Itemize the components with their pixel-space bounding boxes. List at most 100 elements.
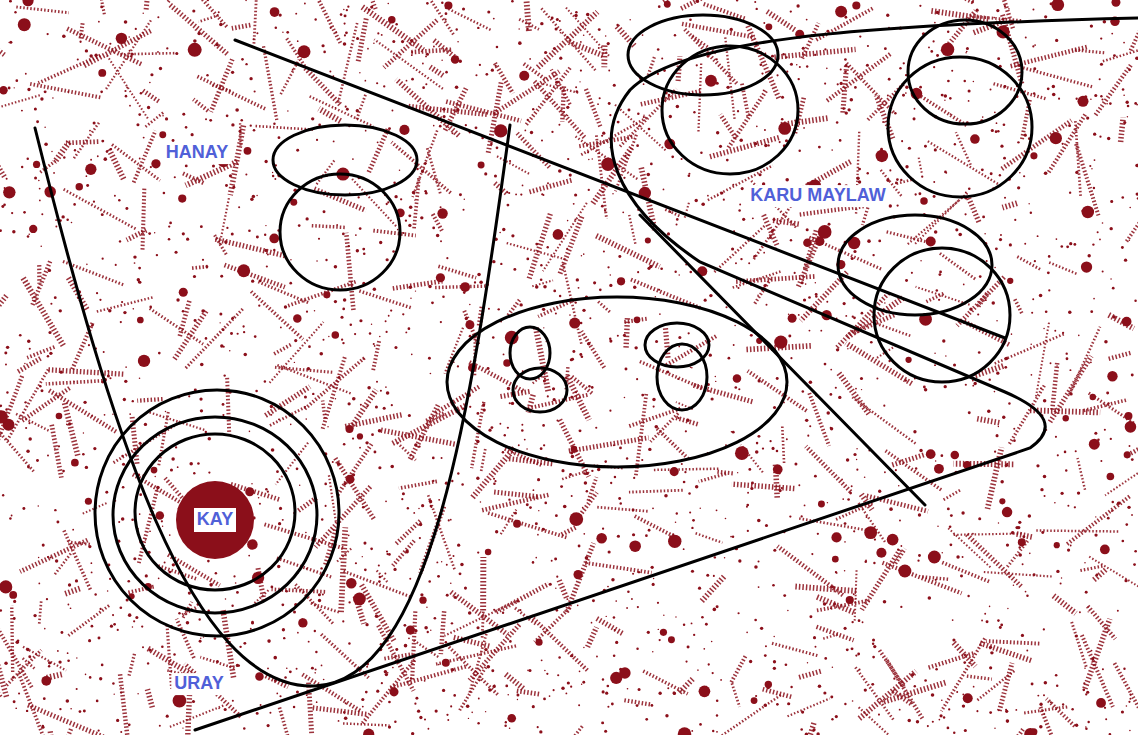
speckle-dot bbox=[997, 619, 1000, 622]
speckle-streak bbox=[1046, 699, 1074, 726]
speckle-streak bbox=[930, 11, 988, 19]
speckle-streak bbox=[569, 42, 604, 56]
speckle-streak bbox=[977, 419, 999, 423]
speckle-streak bbox=[313, 0, 341, 43]
speckle-dot bbox=[1112, 287, 1115, 290]
speckle-dot bbox=[852, 700, 854, 702]
speckle-dot bbox=[315, 651, 317, 653]
speckle-dot bbox=[499, 232, 501, 234]
speckle-dot bbox=[824, 48, 826, 50]
speckle-dot bbox=[1056, 685, 1058, 687]
speckle-dot bbox=[601, 205, 604, 208]
speckle-streak bbox=[529, 213, 551, 279]
speckle-dot bbox=[714, 556, 716, 558]
speckle-dot bbox=[466, 705, 470, 709]
speckle-dot bbox=[971, 1, 974, 4]
speckle-dot bbox=[665, 714, 668, 717]
speckle-dot bbox=[798, 484, 800, 486]
speckle-dot bbox=[560, 32, 561, 33]
speckle-dot bbox=[359, 72, 360, 73]
speckle-dot bbox=[609, 114, 611, 116]
speckle-dot bbox=[57, 650, 59, 652]
speckle-streak bbox=[492, 492, 537, 497]
speckle-dot bbox=[442, 295, 445, 298]
speckle-dot bbox=[652, 583, 655, 586]
speckle-dot bbox=[364, 568, 367, 571]
speckle-streak bbox=[30, 84, 100, 97]
speckle-streak bbox=[67, 28, 141, 64]
speckle-dot bbox=[1015, 709, 1017, 711]
speckle-dot bbox=[477, 27, 479, 29]
speckle-streak bbox=[27, 347, 54, 358]
speckle-dot bbox=[362, 506, 365, 509]
speckle-streak bbox=[55, 554, 71, 575]
speckle-dot bbox=[675, 616, 676, 617]
speckle-dot bbox=[85, 466, 88, 469]
speckle-dot bbox=[575, 11, 578, 14]
speckle-streak bbox=[321, 634, 368, 678]
speckle-dot bbox=[25, 427, 27, 429]
speckle-streak bbox=[310, 96, 374, 126]
speckle-dot bbox=[47, 455, 49, 457]
speckle-streak bbox=[918, 156, 921, 173]
speckle-dot bbox=[341, 339, 343, 341]
speckle-dot bbox=[156, 254, 158, 256]
speckle-dot bbox=[133, 557, 136, 560]
speckle-dot bbox=[1022, 535, 1025, 538]
speckle-streak bbox=[559, 580, 567, 600]
speckle-dot bbox=[761, 73, 763, 75]
speckle-dot bbox=[947, 507, 950, 510]
speckle-streak bbox=[526, 68, 570, 125]
speckle-dot bbox=[981, 168, 984, 171]
speckle-dot bbox=[1050, 701, 1052, 703]
speckle-dot bbox=[451, 132, 453, 134]
speckle-streak bbox=[641, 91, 701, 104]
speckle-dot bbox=[55, 226, 57, 228]
speckle-streak bbox=[965, 533, 1021, 586]
speckle-streak bbox=[143, 91, 160, 103]
speckle-dot bbox=[1002, 416, 1005, 419]
speckle-dot bbox=[1024, 243, 1026, 245]
speckle-dot bbox=[928, 596, 931, 599]
speckle-dot bbox=[1047, 87, 1050, 90]
speckle-dot bbox=[637, 606, 639, 608]
speckle-dot bbox=[1007, 608, 1008, 609]
speckle-dot bbox=[98, 21, 100, 23]
speckle-dot bbox=[377, 32, 379, 34]
speckle-dot bbox=[440, 240, 442, 242]
speckle-streak bbox=[778, 546, 843, 595]
speckle-dot bbox=[243, 642, 246, 645]
speckle-dot bbox=[1008, 402, 1010, 404]
speckle-dot bbox=[278, 136, 281, 139]
speckle-dot bbox=[139, 513, 141, 515]
speckle-streak bbox=[663, 0, 676, 1]
speckle-streak bbox=[624, 700, 650, 704]
speckle-dot bbox=[1112, 315, 1115, 318]
speckle-dot bbox=[711, 397, 714, 400]
speckle-dot bbox=[451, 668, 454, 671]
speckle-dot bbox=[996, 122, 998, 124]
speckle-dot bbox=[70, 708, 72, 710]
speckle-dot bbox=[673, 692, 676, 695]
speckle-dot bbox=[544, 502, 547, 505]
speckle-streak bbox=[816, 596, 854, 612]
speckle-streak bbox=[862, 208, 867, 225]
speckle-dot bbox=[200, 409, 203, 412]
speckle-streak bbox=[150, 412, 205, 430]
speckle-dot bbox=[323, 210, 326, 213]
speckle-dot bbox=[241, 58, 244, 61]
speckle-dot bbox=[882, 121, 884, 123]
speckle-dot bbox=[574, 218, 576, 220]
speckle-dot bbox=[411, 732, 414, 735]
speckle-dot bbox=[618, 497, 621, 500]
speckle-dot bbox=[583, 647, 584, 648]
speckle-dot bbox=[410, 677, 412, 679]
speckle-dot bbox=[378, 580, 381, 583]
speckle-dot bbox=[855, 598, 856, 599]
speckle-streak bbox=[947, 527, 990, 567]
speckle-streak bbox=[22, 276, 63, 345]
speckle-streak bbox=[109, 149, 124, 180]
speckle-streak bbox=[854, 666, 893, 720]
speckle-dot bbox=[335, 107, 336, 108]
speckle-dot bbox=[477, 722, 479, 724]
